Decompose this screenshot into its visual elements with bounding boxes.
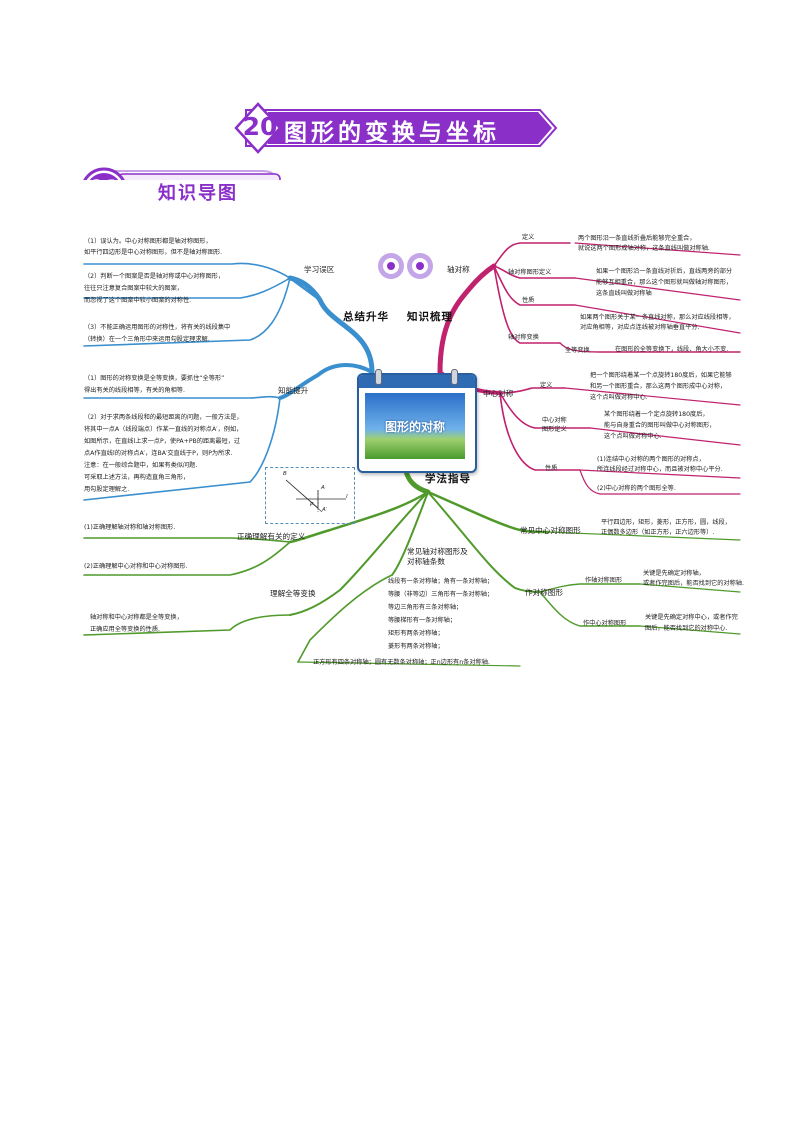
ability-2-line-5: 注意：在一般综合题中，如果有类似问题. <box>84 462 198 469</box>
congruent-transform-text: 在图形的全等变换下，线段、角大小不变. <box>615 346 729 353</box>
at-icon-group <box>378 253 433 279</box>
draw-center-text-2: 图后，能否找到它的对称中心. <box>645 625 728 632</box>
def-label: 定义 <box>522 234 535 241</box>
correct-def-1: (1)正确理解轴对称和轴对称图形. <box>84 524 176 531</box>
prop-text-2: 对应角相等，对应点连线被对称轴垂直平分. <box>580 324 700 331</box>
center-def-text-1: 把一个图形绕着某一个点旋转180度后，如果它能够 <box>590 372 732 379</box>
center-card: 图形的对称 <box>357 369 477 473</box>
common-axis-text-2: 等腰（非等边）三角形有一条对称轴； <box>388 591 494 598</box>
ability-label: 知能提升 <box>278 386 309 395</box>
branch-method: 学法指导 <box>425 473 471 485</box>
axis-transform-label: 轴对称变换 <box>508 334 539 341</box>
figure-lines <box>285 479 346 513</box>
section-number: 01 <box>88 177 120 202</box>
center-def-text-3: 这个点叫做对称中心. <box>590 394 648 401</box>
center-def-text-2: 和另一个图形重合，那么这两个图形成中心对称， <box>590 383 727 390</box>
draw-axis-label: 作轴对称图形 <box>585 577 623 584</box>
axis-figure-def-label: 轴对称图形定义 <box>508 269 552 276</box>
draw-center-text-1: 关键是先确定对称中心，或者作完 <box>645 614 738 621</box>
ring-icon <box>375 369 382 385</box>
center-figure-def-text-2: 能与自身重合的图形叫做中心对称图形， <box>604 422 716 429</box>
center-prop-text-2: 所连线段经过对称中心，而且被对称中心平分. <box>597 466 723 473</box>
ability-2-line-2: 将其中一点A（线段端点）作某一直线的对称点A′，例如， <box>84 426 243 433</box>
draw-center-label: 作中心对称图形 <box>583 620 627 627</box>
mistake-2-line-2: 往往只注意复合图案中较大的图案， <box>84 285 183 292</box>
common-axis-text-1: 线段有一条对称轴；角有一条对称轴； <box>388 578 494 585</box>
swirl-icon <box>409 256 431 278</box>
figure-label-b: B <box>283 471 287 477</box>
mistake-1-line-2: 如平行四边形是中心对称图形，但不是轴对称图形. <box>84 249 223 256</box>
figure-label-p: P <box>310 502 314 508</box>
congruent-text-2: 正确应用全等变换的性质. <box>90 626 161 633</box>
at-icon <box>380 256 402 278</box>
branch-summary: 总结升华 <box>343 311 389 323</box>
center-title: 图形的对称 <box>384 420 445 434</box>
prop-label: 性质 <box>522 297 535 304</box>
center-figure-def-label-2: 图形定义 <box>542 426 567 433</box>
banner-shape <box>83 102 558 180</box>
center-def-label: 定义 <box>540 382 553 389</box>
reflection-figure: B A P A′ l <box>265 467 355 524</box>
ability-1-line-2: 得出有关的线段相等，有关的角相等. <box>84 387 185 394</box>
figure-label-l: l <box>346 494 348 500</box>
branch-knowledge: 知识梳理 <box>407 311 453 323</box>
correct-def-2: (2)正确理解中心对称和中心对称图形. <box>84 563 188 570</box>
center-figure-def-label-1: 中心对称 <box>542 417 567 424</box>
def-text-2: 就说这两个图形成轴对称，这条直线叫做对称轴. <box>578 245 710 252</box>
draw-label: 作对称图形 <box>525 588 563 597</box>
common-center-label: 常见中心对称图形 <box>520 526 581 535</box>
common-axis-text-3: 等边三角形有三条对称轴； <box>388 604 463 611</box>
mistakes-label: 学习误区 <box>304 265 335 274</box>
ability-1-line-1: （1）图形的对称变换是全等变换，要抓住“全等形” <box>84 375 225 382</box>
axis-figure-def-text-1: 如果一个图形沿一条直线对折后，直线两旁的部分 <box>596 268 733 275</box>
congruent-transform-label: 全等变换 <box>565 347 590 354</box>
ability-2-line-7: 用勾股定理解之. <box>84 486 130 493</box>
banner-number: 20 <box>242 112 278 141</box>
center-figure-def-text-1: 某个图形绕着一个定点旋转180度后， <box>604 411 709 418</box>
center-prop-text-3: (2)中心对称的两个图形全等. <box>597 485 676 492</box>
draw-axis-text-2: 或者作完图后，能否找到它的对称轴. <box>643 580 744 587</box>
ability-2-line-3: 如图所示，在直线l上求一点P，使PA+PB的距离最短，过 <box>84 438 241 445</box>
mistake-1-line-1: （1）误认为。中心对称图形都是轴对称图形， <box>84 238 212 245</box>
common-center-text-1: 平行四边形，矩形，菱形，正方形，圆，线段， <box>601 519 731 526</box>
common-center-text-2: 正偶数多边形（如正方形，正六边形等）. <box>601 529 715 536</box>
banner-title: 图形的变换与坐标 <box>284 120 500 146</box>
axis-figure-def-text-2: 能够互相重合，那么这个图形就叫做轴对称图形， <box>596 279 733 286</box>
mistake-2-line-1: （2）判断一个图案是否是轴对称或中心对称图形， <box>84 273 225 280</box>
congruent-text-1: 轴对称和中心对称都是全等变换， <box>90 614 183 621</box>
mistake-3-line-1: （3）不能正确运用图形的对称性，将有关的线段集中 <box>84 324 231 331</box>
ring-icon <box>451 369 458 385</box>
def-text-1: 两个图形沿一条直线折叠后能够完全重合， <box>578 235 696 242</box>
common-axis-text-7: 正方形有四条对称轴；圆有无数条对称轴；正n边形有n条对称轴. <box>313 659 490 666</box>
center-symmetry-label: 中心对称 <box>483 389 514 398</box>
draw-axis-text-1: 关键是先确定对称轴， <box>643 570 705 577</box>
correct-def-label: 正确理解有关的定义 <box>237 532 306 541</box>
center-figure-def-text-3: 这个点叫做对称中心. <box>604 433 662 440</box>
figure-label-a: A <box>321 485 325 491</box>
axis-symmetry-label: 轴对称 <box>447 265 470 274</box>
axis-figure-def-text-3: 这条直线叫做对称轴 <box>596 290 652 297</box>
common-axis-label-2: 对称轴条数 <box>407 557 445 566</box>
center-prop-text-1: (1)连结中心对称的两个图形的对称点， <box>597 456 705 463</box>
common-axis-text-5: 矩形有两条对称轴； <box>388 630 444 637</box>
section-title: 知识导图 <box>158 183 238 204</box>
ability-2-line-1: （2）对于求两条线段和的最短距离的问题，一般方法是， <box>84 414 243 421</box>
common-axis-text-4: 等腰梯形有一条对称轴； <box>388 617 457 624</box>
card-header <box>359 375 475 388</box>
mistake-3-line-2: （转换）在一个三角形中来运用勾股定理求解. <box>84 336 210 343</box>
mistake-2-line-3: 而忽视了这个图案中较小图案的对称性. <box>84 297 192 304</box>
common-axis-label-1: 常见轴对称图形及 <box>407 547 468 556</box>
ability-2-line-4: 点A作直线l的对称点A′，连BA′交直线于P，则P为所求. <box>84 450 233 457</box>
card-sky-image <box>365 393 465 459</box>
center-prop-label: 性质 <box>545 465 558 472</box>
figure-label-a-prime: A′ <box>322 507 328 513</box>
prop-text-1: 如果两个图形关于某一条直线对称，那么对应线段相等， <box>580 314 735 321</box>
congruent-label: 理解全等变换 <box>270 589 316 598</box>
ability-2-line-6: 可采取上述方法，再构造直角三角形， <box>84 474 190 481</box>
common-axis-text-6: 菱形有两条对称轴； <box>388 643 444 650</box>
